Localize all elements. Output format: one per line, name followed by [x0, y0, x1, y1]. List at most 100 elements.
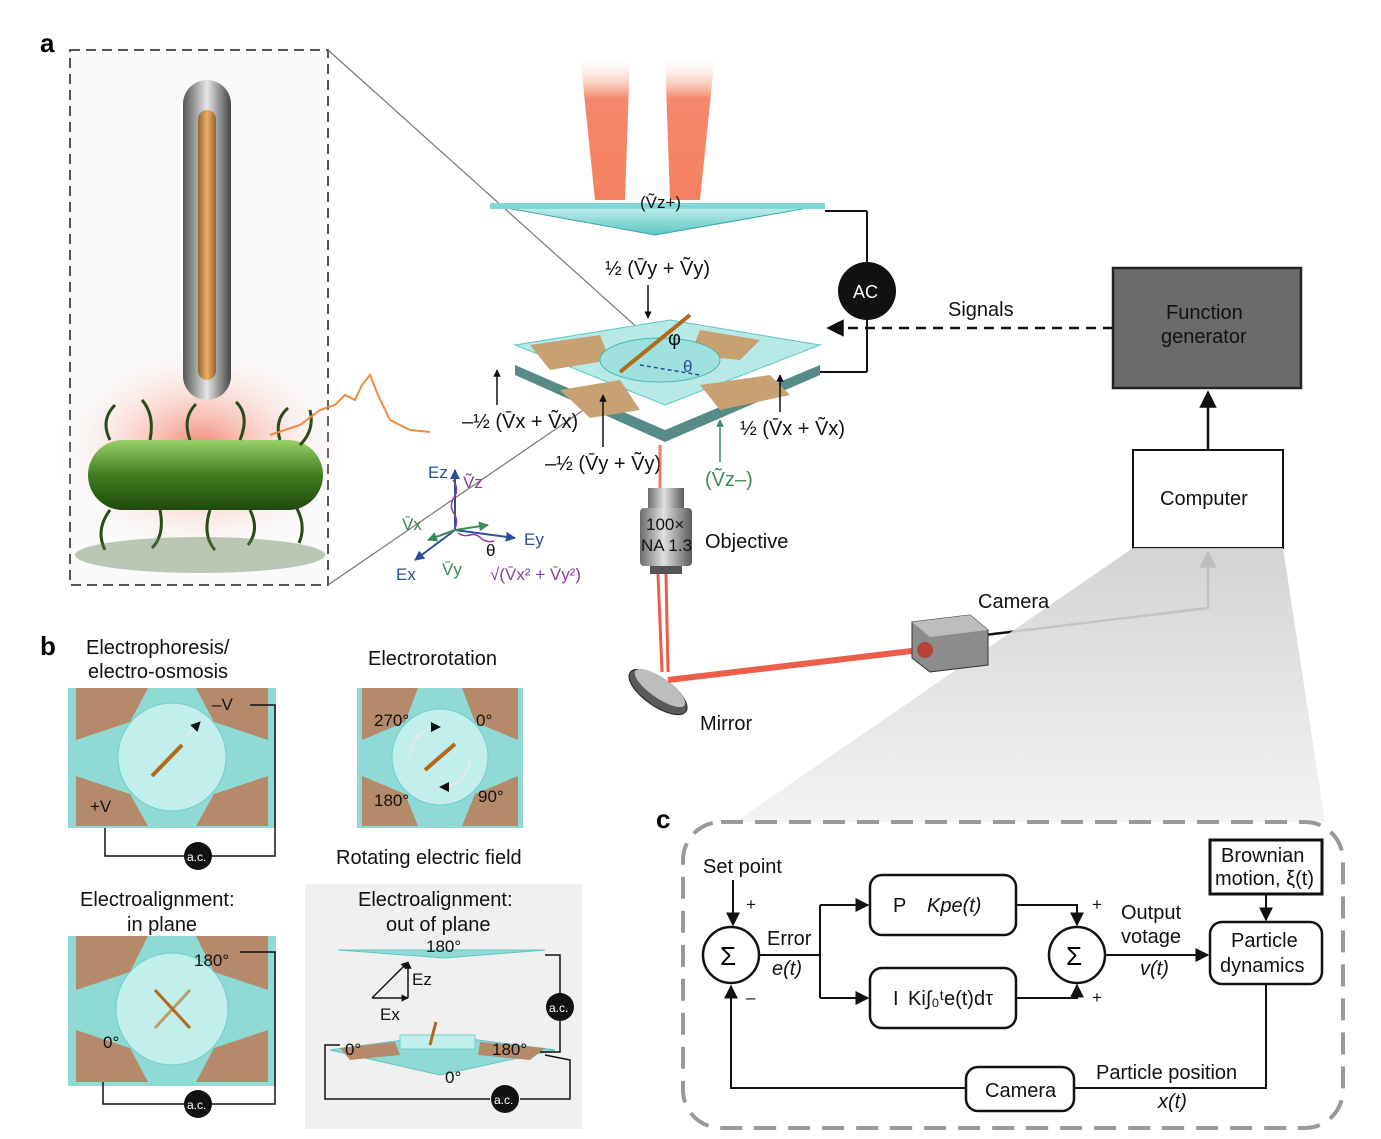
camera-device-label: Camera [978, 591, 1050, 613]
rotating-field-caption: Rotating electric field [336, 847, 522, 869]
bacterium [88, 399, 323, 551]
outplane-ex: Ex [380, 1005, 400, 1024]
sum2-plus-top: + [1092, 895, 1102, 914]
computer-box [1132, 449, 1284, 549]
particle-position-label: Particle position [1096, 1062, 1237, 1084]
panel-a-letter: a [40, 28, 55, 58]
ac-label: AC [853, 282, 878, 302]
bottom-voltage-label: –½ (V̄y + Ṽy) [545, 451, 661, 475]
outplane-alignment-diagram: Electroalignment: out of plane 180° Ez E… [305, 884, 582, 1129]
phi-label: φ [668, 328, 681, 350]
vz-axis-label: Ṽz [463, 473, 483, 492]
theta-axis-label: θ [486, 541, 495, 560]
laser-to-camera [667, 647, 921, 683]
outplane-title-1: Electroalignment: [358, 889, 513, 911]
p-expression: Kpe(t) [927, 895, 981, 917]
outplane-180-right: 180° [492, 1040, 527, 1059]
zoom-line-top [327, 49, 641, 331]
outplane-title-2: out of plane [386, 914, 491, 936]
objective: 100× NA 1.3 [640, 488, 692, 574]
field-axes: Ez Ṽz V̄x Ey θ Ex V̄y √(V̄x² + V̄y²) [396, 463, 581, 584]
error-label: Error [767, 928, 812, 950]
brownian-label-2: motion, ξ(t) [1215, 868, 1314, 890]
inplane-alignment-diagram: Electroalignment: in plane 180° 0° a.c. [68, 889, 276, 1118]
angle-270-label: 270° [374, 711, 409, 730]
ey-axis-label: Ey [524, 530, 544, 549]
plus-v-label: +V [90, 797, 112, 816]
ac-source [838, 262, 896, 320]
output-label-2: votage [1121, 926, 1181, 948]
inplane-title-1: Electroalignment: [80, 889, 235, 911]
ac-badge-b3: a.c. [187, 1098, 206, 1112]
particle-position-symbol: x(t) [1157, 1091, 1187, 1113]
sum2-plus-bottom: + [1092, 988, 1102, 1007]
i-expression: Ki∫₀ᵗe(t)dτ [908, 988, 993, 1010]
sum1-sigma: Σ [720, 941, 736, 971]
function-generator-label-1: Function [1166, 302, 1243, 324]
electrophoresis-title-2: electro-osmosis [88, 661, 228, 683]
brownian-motion-block [1208, 838, 1324, 896]
function-generator-box [1111, 266, 1303, 390]
ac-badge-b4-top: a.c. [549, 1001, 568, 1015]
inplane-180-label: 180° [194, 951, 229, 970]
ez-axis-label: Ez [428, 463, 448, 482]
minus-v-label: –V [212, 695, 233, 714]
i-label: I [893, 988, 899, 1010]
theta-label: θ [683, 357, 692, 376]
fluorescence-trace [269, 373, 431, 436]
right-voltage-label: ½ (V̄x + Ṽx) [740, 416, 845, 440]
ex-axis-label: Ex [396, 565, 416, 584]
sum2-sigma: Σ [1066, 941, 1082, 971]
objective-spec-2: NA 1.3 [641, 536, 692, 555]
vx-axis-label: V̄x [402, 515, 422, 534]
ac-badge-b4-bottom: a.c. [494, 1093, 513, 1107]
brownian-label-1: Brownian [1221, 845, 1304, 867]
pi-control-loop: Set point + Σ – Error e(t) P Kpe(t) I Ki… [701, 838, 1324, 1113]
outplane-0-bottom: 0° [445, 1068, 461, 1087]
function-generator-label-2: generator [1161, 326, 1247, 348]
particle-label-2: dynamics [1220, 955, 1304, 977]
left-voltage-label: –½ (V̄x + Ṽx) [462, 409, 578, 433]
output-symbol: v(t) [1140, 958, 1169, 980]
magnitude-label: √(V̄x² + V̄y²) [490, 565, 581, 584]
inplane-0-label: 0° [103, 1033, 119, 1052]
angle-0-label: 0° [476, 711, 492, 730]
error-symbol: e(t) [772, 958, 802, 980]
particle-label-1: Particle [1231, 930, 1298, 952]
objective-spec-1: 100× [646, 515, 684, 534]
p-label: P [893, 895, 906, 917]
objective-label: Objective [705, 531, 788, 553]
outplane-ez: Ez [412, 970, 432, 989]
panel-c-letter: c [656, 804, 670, 834]
top-electrode: (Ṽz+) [489, 193, 826, 236]
electrophoresis-diagram: Electrophoresis/ electro-osmosis –V +V a… [68, 637, 276, 870]
angle-180-label: 180° [374, 791, 409, 810]
set-point-label: Set point [703, 856, 782, 878]
sum1-plus: + [746, 895, 756, 914]
excitation-beam [580, 55, 715, 200]
mirror [628, 668, 688, 716]
output-label-1: Output [1121, 902, 1181, 924]
zoom-line-bottom [327, 384, 621, 586]
camera-feedback-label: Camera [985, 1080, 1057, 1102]
inplane-title-2: in plane [127, 914, 197, 936]
top-electrode-label: (Ṽz+) [640, 193, 681, 212]
zoom-fan [735, 548, 1325, 822]
electrorotation-title: Electrorotation [368, 648, 497, 670]
nanorod-bacterium-inset [50, 49, 350, 586]
angle-90-label: 90° [478, 787, 504, 806]
outplane-0-left: 0° [345, 1040, 361, 1059]
top-voltage-label: ½ (V̄y + Ṽy) [605, 256, 710, 280]
mirror-label: Mirror [700, 713, 753, 735]
electrorotation-diagram: Electrorotation 270° 0° 180° 90° Rotatin… [336, 648, 523, 869]
camera-device [911, 614, 989, 673]
computer-label: Computer [1160, 488, 1248, 510]
ac-badge-b1: a.c. [187, 850, 206, 864]
panel-b-letter: b [40, 631, 56, 661]
vy-axis-label: V̄y [442, 560, 462, 579]
signals-label: Signals [948, 299, 1014, 321]
bottom-electrode-label: (Ṽz–) [705, 467, 753, 491]
electrophoresis-title-1: Electrophoresis/ [86, 637, 230, 659]
outplane-top-180: 180° [426, 937, 461, 956]
